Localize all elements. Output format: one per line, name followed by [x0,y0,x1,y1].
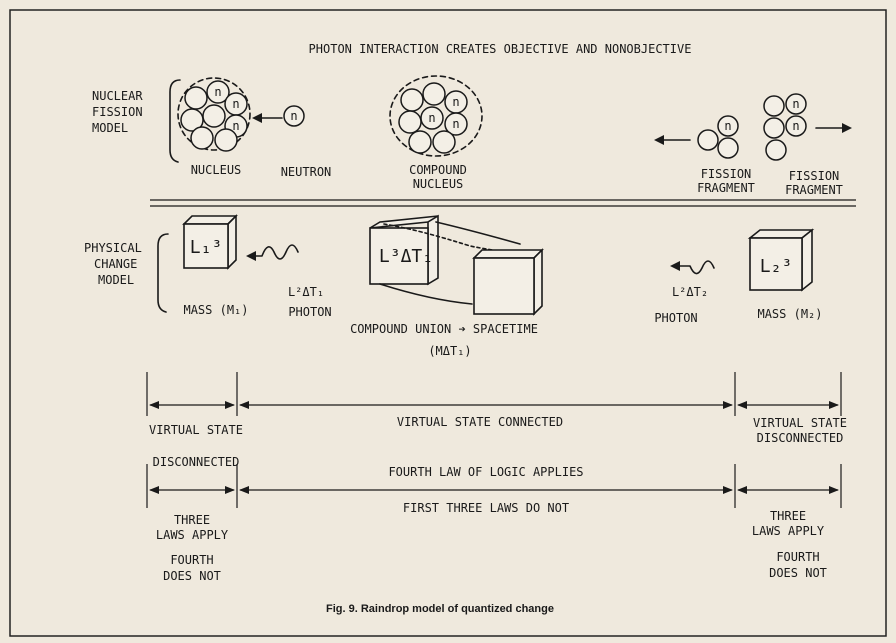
svg-text:FISSION: FISSION [92,105,143,119]
fission-bracket [169,79,181,163]
left-fourth-line-2: DOES NOT [163,569,221,583]
compound-nucleus-label-1: COMPOUND [409,163,467,177]
svg-text:n: n [792,97,799,111]
photon-1-label: PHOTON [288,305,331,319]
svg-text:MODEL: MODEL [98,273,134,287]
compound-union-figure [369,214,544,316]
svg-text:n: n [290,109,297,123]
photon-2-figure [670,260,715,275]
left-three-line-1: THREE [174,513,210,527]
right-three-line-2: LAWS APPLY [752,524,825,538]
fission-fragment-right-label-2: FRAGMENT [785,183,843,197]
nucleus-figure: n n n [177,77,251,152]
union-formula: (MΔT₁) [428,344,471,358]
union-label: L³ΔT₁ [379,246,433,267]
middle-state-label: VIRTUAL STATE CONNECTED [397,415,563,429]
mass-1-box-label: L₁³ [190,237,223,258]
svg-text:n: n [452,117,459,131]
svg-text:PHYSICAL: PHYSICAL [84,241,142,255]
photon-2-label: PHOTON [654,311,697,325]
svg-text:n: n [214,85,221,99]
left-three-line-2: LAWS APPLY [156,528,229,542]
physical-bracket [157,233,169,313]
svg-text:n: n [724,119,731,133]
fourth-law-label: FOURTH LAW OF LOGIC APPLIES [388,465,583,479]
right-state-line-1: VIRTUAL STATE [753,416,847,430]
diagram-title: PHOTON INTERACTION CREATES OBJECTIVE AND… [309,42,692,56]
mass-2-box [747,228,815,292]
timeline-arrows-upper [149,401,839,409]
timeline-arrows-lower [149,486,839,494]
nucleus-label: NUCLEUS [191,163,242,177]
first-three-label: FIRST THREE LAWS DO NOT [403,501,569,515]
neutron-figure: n [252,105,305,127]
figure-caption: Fig. 9. Raindrop model of quantized chan… [326,603,554,615]
left-state-line-2: DISCONNECTED [153,455,240,469]
right-state-line-2: DISCONNECTED [757,431,844,445]
compound-union-label: COMPOUND UNION ➔ SPACETIME [350,322,538,336]
fission-fragment-left-label-1: FISSION [701,167,752,181]
svg-text:n: n [232,97,239,111]
left-state-line-1: VIRTUAL STATE [149,423,243,437]
neutron-label: NEUTRON [281,165,332,179]
svg-text:NUCLEAR: NUCLEAR [92,89,143,103]
physical-change-label: PHYSICAL CHANGE MODEL [84,241,142,287]
fission-fragment-right-figure: n n [763,93,852,161]
svg-text:n: n [232,119,239,133]
mass-1-box [182,214,238,270]
photon-2-formula: L²ΔT₂ [672,285,708,299]
right-fourth-line-1: FOURTH [776,550,819,564]
photon-1-figure [246,244,299,261]
right-fourth-line-2: DOES NOT [769,566,827,580]
svg-text:n: n [428,111,435,125]
photon-1-formula: L²ΔT₁ [288,285,324,299]
nuclear-fission-label: NUCLEAR FISSION MODEL [92,89,143,135]
figure-frame [9,9,887,637]
timeline-ticks [146,372,842,508]
fission-fragment-left-figure: n [654,115,739,159]
svg-text:n: n [452,95,459,109]
compound-nucleus-figure: n n n [389,75,483,157]
compound-nucleus-label-2: NUCLEUS [413,177,464,191]
fission-fragment-right-label-1: FISSION [789,169,840,183]
mass-2-box-label: L₂³ [760,256,793,277]
fission-fragment-left-label-2: FRAGMENT [697,181,755,195]
mass-1-label: MASS (M₁) [183,303,248,317]
right-three-line-1: THREE [770,509,806,523]
svg-text:MODEL: MODEL [92,121,128,135]
svg-text:n: n [792,119,799,133]
left-fourth-line-1: FOURTH [170,553,213,567]
svg-text:CHANGE: CHANGE [94,257,137,271]
mass-2-label: MASS (M₂) [757,307,822,321]
